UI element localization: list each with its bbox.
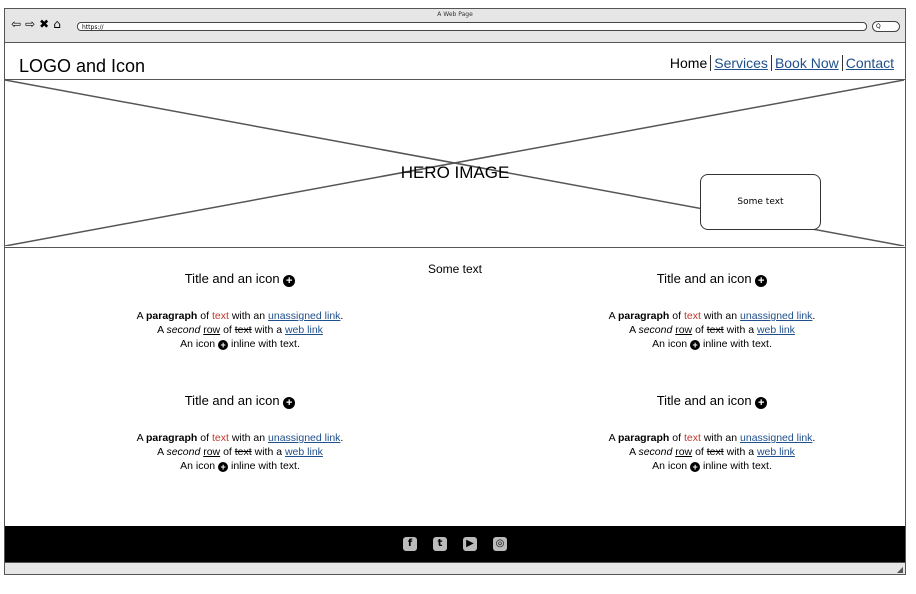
unassigned-link[interactable]: unassigned link bbox=[740, 432, 813, 444]
unassigned-link[interactable]: unassigned link bbox=[740, 310, 813, 322]
feature-title: Title and an icon + bbox=[90, 393, 390, 409]
url-input[interactable]: https:// bbox=[77, 22, 867, 31]
nav-book-now[interactable]: Book Now bbox=[770, 55, 842, 71]
feature-block: Title and an icon + A paragraph of text … bbox=[90, 393, 390, 473]
hero-image: HERO IMAGE Some text bbox=[5, 79, 905, 248]
feature-paragraph: A paragraph of text with an unassigned l… bbox=[136, 432, 344, 472]
top-nav: Home Services Book Now Contact bbox=[667, 55, 897, 71]
status-bar: ◢ bbox=[5, 562, 905, 574]
youtube-icon[interactable]: ▶ bbox=[463, 537, 477, 551]
browser-chrome: A Web Page ⇦ ⇨ ✖ ⌂ https:// Q bbox=[5, 9, 905, 43]
forward-arrow-icon[interactable]: ⇨ bbox=[25, 17, 36, 31]
feature-block: Title and an icon + A paragraph of text … bbox=[562, 271, 862, 351]
plus-circle-icon: + bbox=[283, 275, 296, 287]
web-link[interactable]: web link bbox=[756, 324, 795, 336]
resize-grip-icon[interactable]: ◢ bbox=[896, 565, 903, 574]
nav-home[interactable]: Home bbox=[669, 55, 708, 71]
feature-paragraph: A paragraph of text with an unassigned l… bbox=[608, 310, 816, 350]
hero-label: HERO IMAGE bbox=[400, 163, 510, 182]
feature-paragraph: A paragraph of text with an unassigned l… bbox=[136, 310, 344, 350]
twitter-icon[interactable]: t bbox=[433, 537, 447, 551]
feature-paragraph: A paragraph of text with an unassigned l… bbox=[608, 432, 816, 472]
footer: f t ▶ ◎ bbox=[5, 526, 905, 562]
feature-title-text: Title and an icon bbox=[656, 271, 752, 286]
facebook-icon[interactable]: f bbox=[403, 537, 417, 551]
hero-text-box: Some text bbox=[700, 174, 821, 230]
plus-circle-icon: + bbox=[755, 397, 768, 409]
browser-window: A Web Page ⇦ ⇨ ✖ ⌂ https:// Q LOGO and I… bbox=[4, 8, 906, 575]
browser-search-button[interactable]: Q bbox=[872, 21, 900, 32]
back-arrow-icon[interactable]: ⇦ bbox=[11, 17, 22, 31]
logo[interactable]: LOGO and Icon bbox=[19, 56, 146, 76]
plus-circle-icon: + bbox=[218, 462, 229, 472]
feature-title-text: Title and an icon bbox=[184, 393, 280, 408]
feature-block: Title and an icon + A paragraph of text … bbox=[90, 271, 390, 351]
plus-circle-icon: + bbox=[690, 340, 701, 350]
instagram-icon[interactable]: ◎ bbox=[493, 537, 507, 551]
feature-title-text: Title and an icon bbox=[184, 271, 280, 286]
feature-title-text: Title and an icon bbox=[656, 393, 752, 408]
feature-title: Title and an icon + bbox=[562, 393, 862, 409]
plus-circle-icon: + bbox=[755, 275, 768, 287]
web-link[interactable]: web link bbox=[756, 446, 795, 458]
feature-block: Title and an icon + A paragraph of text … bbox=[562, 393, 862, 473]
home-icon[interactable]: ⌂ bbox=[53, 17, 61, 31]
plus-circle-icon: + bbox=[283, 397, 296, 409]
section-text: Some text bbox=[427, 262, 483, 276]
unassigned-link[interactable]: unassigned link bbox=[268, 432, 341, 444]
web-link[interactable]: web link bbox=[284, 324, 323, 336]
window-title: A Web Page bbox=[437, 11, 473, 18]
search-icon: Q bbox=[876, 23, 881, 30]
plus-circle-icon: + bbox=[218, 340, 229, 350]
nav-services[interactable]: Services bbox=[710, 55, 771, 71]
unassigned-link[interactable]: unassigned link bbox=[268, 310, 341, 322]
plus-circle-icon: + bbox=[690, 462, 701, 472]
feature-title: Title and an icon + bbox=[90, 271, 390, 287]
close-x-icon[interactable]: ✖ bbox=[39, 17, 50, 31]
nav-contact[interactable]: Contact bbox=[841, 55, 897, 71]
feature-title: Title and an icon + bbox=[562, 271, 862, 287]
web-link[interactable]: web link bbox=[284, 446, 323, 458]
